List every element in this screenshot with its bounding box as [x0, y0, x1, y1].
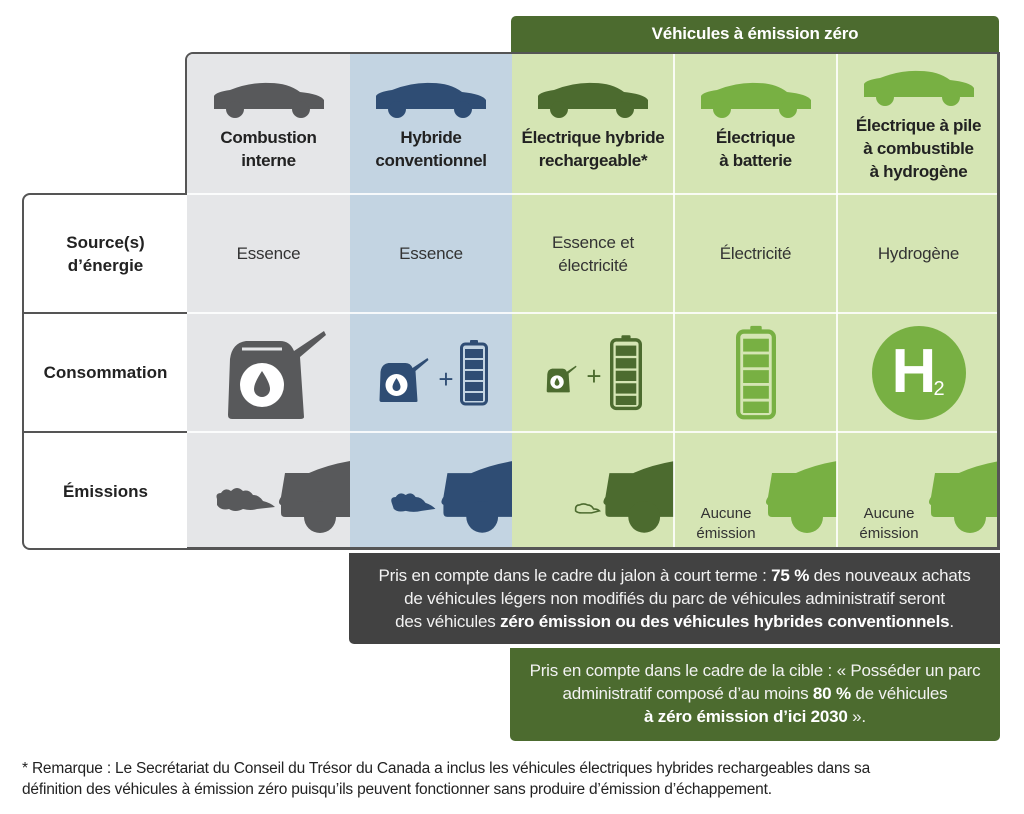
- consumption-cell: [187, 314, 350, 431]
- car-icon: [863, 70, 974, 106]
- row-divider: [24, 431, 187, 433]
- car-icon: [700, 82, 811, 118]
- car-icon: [538, 82, 648, 118]
- energy-source-text: Essence: [399, 244, 463, 263]
- consumption-cell: +: [350, 314, 512, 431]
- car-rear-icon: [929, 461, 997, 533]
- hydrogen-h2-icon: H 2: [871, 325, 966, 420]
- row-divider: [24, 312, 187, 314]
- plus-icon: +: [438, 364, 454, 394]
- battery-icon: [459, 339, 488, 405]
- consumption-cell: [674, 314, 837, 431]
- car-rear-icon: [766, 461, 837, 533]
- plus-icon: +: [586, 361, 602, 391]
- fuel-can-icon: [227, 330, 326, 419]
- target-2030-note: Pris en compte dans le cadre de la cible…: [510, 648, 1000, 741]
- emissions-cell: [350, 433, 512, 547]
- fuel-can-icon: [547, 365, 577, 392]
- energy-cell: Électricité: [674, 195, 837, 312]
- car-icon: [376, 82, 486, 118]
- grid-divider: [187, 193, 997, 195]
- row-label-emissions: Émissions: [62, 482, 149, 501]
- emissions-cell: [187, 433, 350, 547]
- car-rear-with-smoke-icon: [216, 461, 350, 533]
- car-rear-with-smoke-icon: [391, 461, 512, 533]
- grid-divider: [187, 431, 997, 433]
- car-icon: [213, 82, 324, 118]
- grid-divider: [187, 312, 997, 314]
- energy-cell: Essence: [187, 195, 350, 312]
- row-labels: Source(s) d’énergie Consommation Émissio…: [22, 193, 187, 550]
- grid-divider: [836, 54, 838, 547]
- row-label-consumption: Consommation: [43, 363, 168, 382]
- energy-source-text: Hydrogène: [877, 244, 960, 263]
- consumption-cell: +: [512, 314, 674, 431]
- consumption-cell: H 2: [837, 314, 997, 431]
- energy-source-text: Essence: [236, 244, 301, 263]
- emissions-cell: [512, 433, 674, 547]
- footnote: * Remarque : Le Secrétariat du Conseil d…: [22, 760, 870, 798]
- grid-divider: [673, 54, 675, 547]
- energy-cell: Hydrogène: [837, 195, 997, 312]
- energy-source-text: Électricité: [719, 244, 792, 263]
- row-label-energy-source: Source(s) d’énergie: [66, 232, 145, 275]
- energy-cell: Essence: [350, 195, 512, 312]
- battery-icon: [609, 334, 642, 410]
- short-term-milestone-note: Pris en compte dans le cadre du jalon à …: [349, 553, 1000, 644]
- battery-icon: [735, 325, 776, 419]
- car-rear-with-small-smoke-icon: [574, 461, 674, 533]
- zero-emission-group-header: Véhicules à émission zéro: [511, 16, 999, 52]
- fuel-can-icon: [379, 357, 429, 402]
